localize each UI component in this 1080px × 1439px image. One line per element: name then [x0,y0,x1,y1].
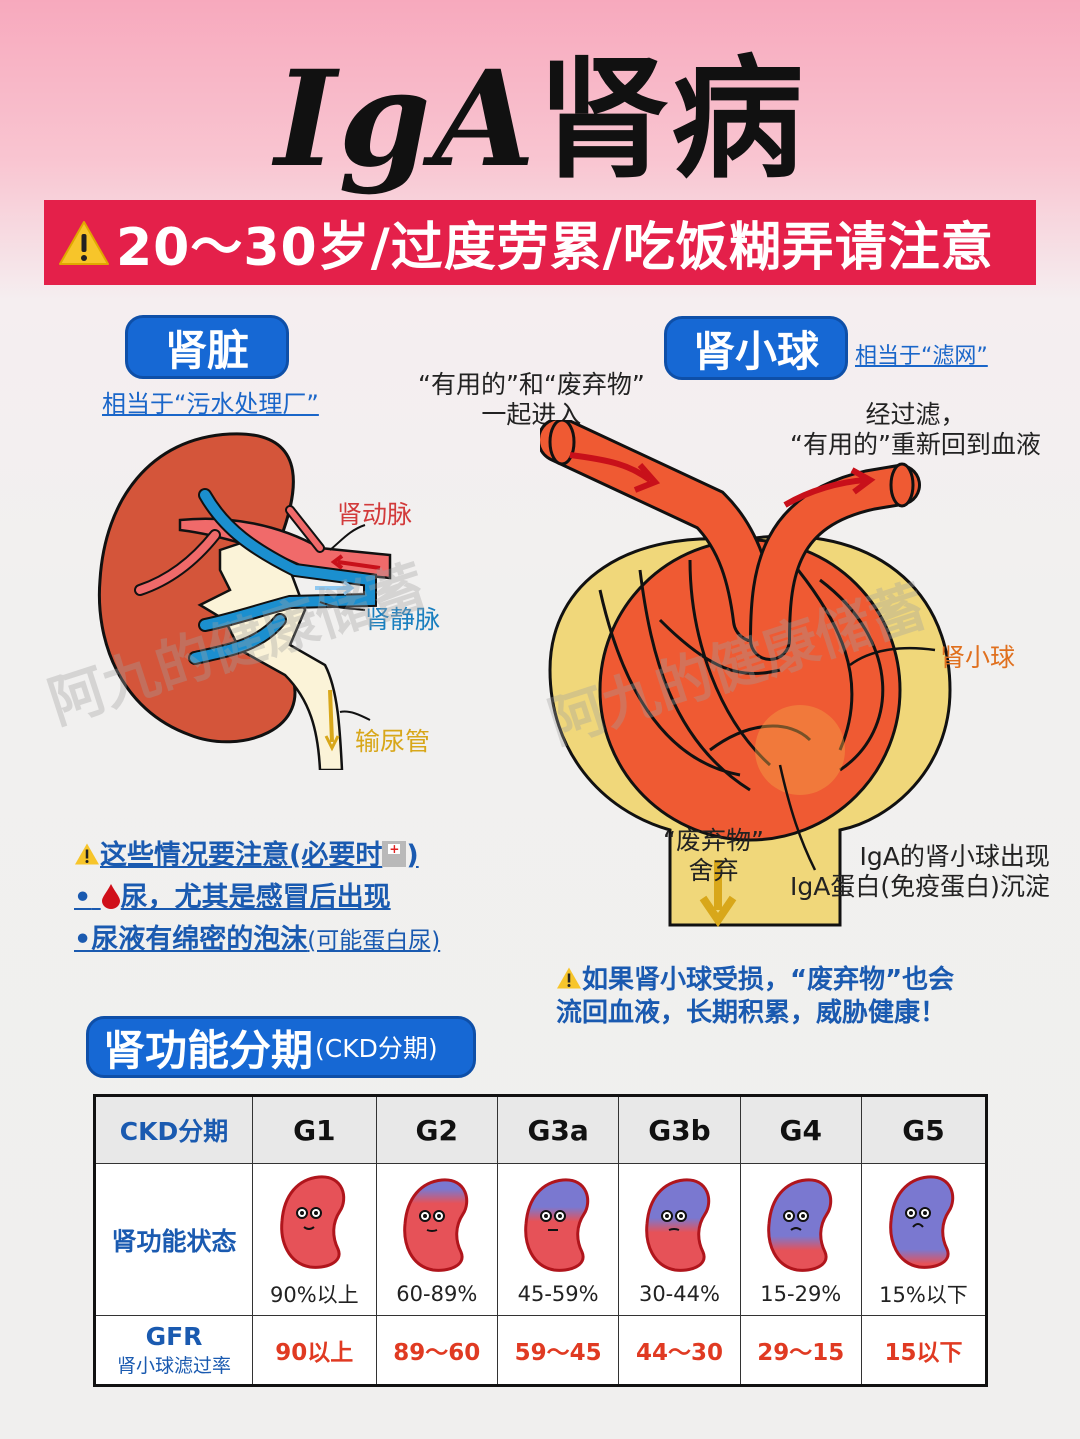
renal-vein-label: 肾静脉 [365,605,441,634]
page-title: IgA肾病 [274,42,806,197]
ureter-label: 输尿管 [355,727,431,756]
kidney-subtitle: 相当于“污水处理厂” [102,390,319,418]
stage-g3a: G3a [496,1095,620,1164]
stage-g4: G4 [739,1095,862,1164]
warning-icon [59,220,109,265]
glomerulus-pill: 肾小球 [664,316,848,380]
kidney-face-icon [889,1174,955,1269]
kidney-pill: 肾脏 [125,315,289,379]
status-cell: 45-59% [496,1163,620,1316]
ckd-table: CKD分期 G1 G2 G3a G3b G4 G5 肾功能状态 90%以上 60… [93,1094,988,1387]
kidney-illustration [97,432,392,770]
status-cell: 15%以下 [860,1163,988,1316]
kidney-face-icon [524,1177,590,1272]
note-iga-deposit: IgA的肾小球出现 IgA蛋白(免疫蛋白)沉淀 [790,842,1050,901]
gfr-cell: 44～30 [618,1315,741,1386]
warning-icon [557,967,581,989]
status-cell: 60-89% [375,1163,498,1316]
function-status-row: 肾功能状态 90%以上 60-89% 45-59% 30-44% 15-29% … [94,1163,988,1316]
warning-banner: 20～30岁/过度劳累/吃饭糊弄请注意 [44,200,1036,285]
kidney-face-icon [280,1174,346,1269]
gfr-cell: 15以下 [860,1315,988,1386]
note-waste: “废弃物” 舍弃 [663,826,764,885]
note-inflow: “有用的”和“废弃物” 一起进入 [418,370,645,429]
glomerulus-subtitle: 相当于“滤网” [855,344,988,369]
gfr-cell: 90以上 [252,1315,377,1386]
stage-g3b: G3b [618,1095,741,1164]
damage-warning: 如果肾小球受损，“废弃物”也会 流回血液，长期积累，威胁健康！ [556,965,955,1028]
status-cell: 30-44% [618,1163,741,1316]
stage-g2: G2 [375,1095,498,1164]
status-cell: 90%以上 [252,1163,377,1316]
note-outflow: 经过滤， “有用的”重新回到血液 [790,400,1041,459]
stage-g5: G5 [860,1095,988,1164]
status-row-label: 肾功能状态 [94,1163,253,1316]
glomerulus-illustration [540,420,952,928]
gfr-cell: 59～45 [496,1315,620,1386]
status-cell: 15-29% [739,1163,862,1316]
tips-item-blood-urine: • 尿，尤其是感冒后出现 [74,882,391,913]
kidney-face-icon [645,1177,711,1272]
warning-icon [75,843,99,865]
tips-item-foam: •尿液有绵密的泡沫(可能蛋白尿) [74,924,441,955]
tips-heading: 这些情况要注意(必要时+) [74,835,440,877]
stage-g1: G1 [252,1095,377,1164]
kidney-face-icon [402,1177,468,1272]
gfr-cell: 89～60 [375,1315,498,1386]
glomerulus-label: 肾小球 [940,643,1016,672]
ckd-pill: 肾功能分期(CKD分期) [86,1016,476,1078]
hospital-icon: + [382,841,407,867]
ckd-header-label: CKD分期 [94,1095,253,1164]
gfr-cell: 29～15 [739,1315,862,1386]
ckd-header-row: CKD分期 G1 G2 G3a G3b G4 G5 [94,1095,988,1164]
symptom-tips: 这些情况要注意(必要时+) • 尿，尤其是感冒后出现 •尿液有绵密的泡沫(可能蛋… [74,835,440,962]
blood-drop-icon [101,884,120,909]
kidney-face-icon [766,1177,832,1272]
renal-artery-label: 肾动脉 [337,500,413,529]
